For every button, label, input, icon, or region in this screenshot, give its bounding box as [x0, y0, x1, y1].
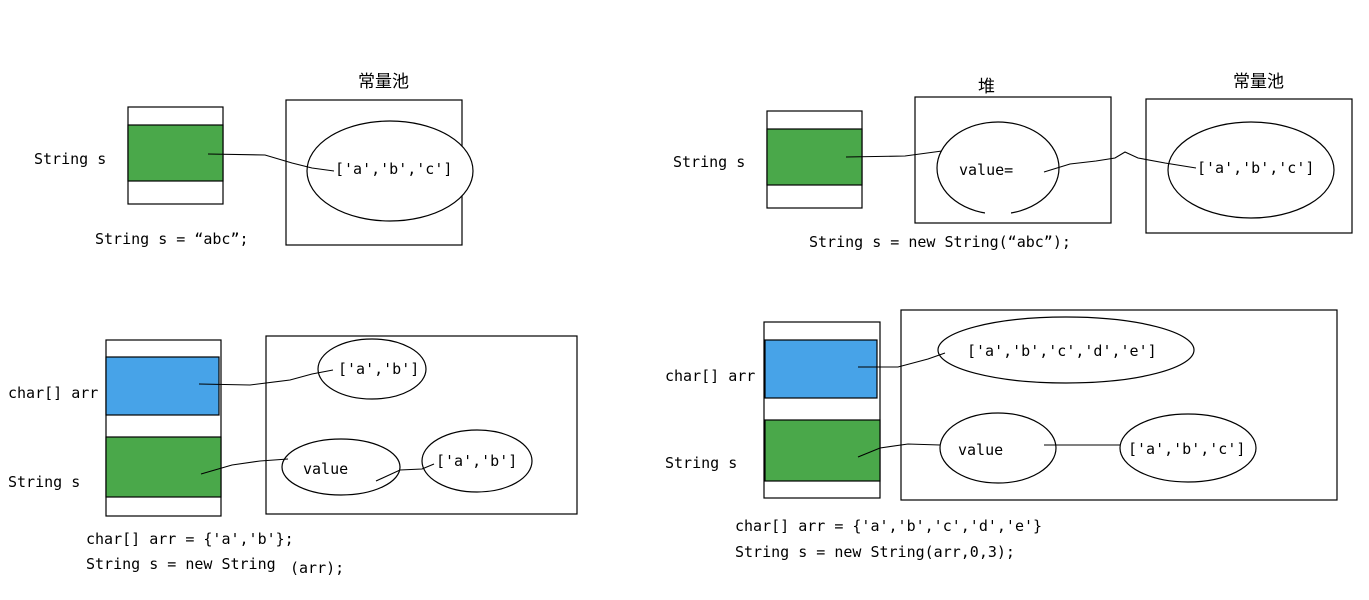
copied-array-ellipse [421, 429, 533, 493]
string-s-ref-cell [105, 436, 222, 498]
var-label-string-s: String s [8, 473, 80, 491]
code-line-2: String s = new String(arr,0,3); [735, 543, 1015, 561]
constant-pool-title: 常量池 [358, 72, 409, 92]
code-new-string-literal: String s = new String(“abc”); [809, 233, 1071, 251]
panel-new-string-from-array: char[] arr String s ['a','b'] value ['a'… [8, 335, 578, 577]
pool-char-array-value: ['a','b','c'] [1197, 159, 1314, 177]
arr-reference-arrow [858, 352, 946, 368]
reference-arrow [207, 153, 335, 172]
array-object-value: ['a','b'] [338, 360, 419, 378]
copied-array-value: ['a','b','c'] [1128, 440, 1245, 458]
code-line-2: String s = new String [86, 555, 276, 573]
var-label-string-s: String s [34, 150, 106, 168]
string-s-ref-cell [127, 124, 224, 182]
var-label-string-s: String s [673, 153, 745, 171]
var-label-char-arr: char[] arr [8, 384, 98, 402]
panel-new-string-literal: String s 堆 value= 常量池 ['a','b','c'] Stri… [673, 72, 1353, 251]
s-reference-arrow [857, 443, 941, 458]
copied-array-ellipse [1119, 413, 1257, 483]
panel-string-literal: String s 常量池 ['a','b','c'] String s = “a… [34, 72, 474, 248]
ellipse-gap [985, 205, 1011, 219]
var-label-string-s: String s [665, 454, 737, 472]
code-line-2-tail: (arr); [290, 559, 344, 577]
arr-reference-arrow [198, 369, 334, 386]
constant-pool-title: 常量池 [1233, 72, 1284, 92]
code-string-literal: String s = “abc”; [95, 230, 249, 248]
string-value-field: value [303, 460, 348, 478]
array-object-ellipse [937, 316, 1195, 384]
array-object-ellipse [317, 338, 427, 400]
reference-arrow-to-heap [845, 150, 943, 158]
string-s-ref-cell [764, 419, 881, 482]
reference-arrow-to-pool [1043, 151, 1197, 173]
s-reference-arrow [200, 458, 289, 475]
char-arr-ref-cell [105, 356, 220, 416]
panel-new-string-from-array-range: char[] arr String s ['a','b','c','d','e'… [665, 309, 1338, 561]
string-object-ellipse [939, 412, 1057, 484]
code-line-1: char[] arr = {'a','b'}; [86, 530, 294, 548]
char-arr-ref-cell [764, 339, 878, 399]
array-object-value: ['a','b','c','d','e'] [967, 342, 1157, 360]
code-line-1: char[] arr = {'a','b','c','d','e'} [735, 517, 1042, 535]
string-value-field: value [958, 441, 1003, 459]
pool-char-array-ellipse [306, 120, 474, 222]
copied-array-value: ['a','b'] [436, 452, 517, 470]
pool-char-array-value: ['a','b','c'] [335, 160, 452, 178]
heap-value-field: value= [959, 161, 1013, 179]
heap-title: 堆 [978, 77, 995, 97]
string-object-ellipse [281, 438, 401, 496]
pool-char-array-ellipse [1167, 121, 1335, 219]
value-reference-arrow [375, 463, 435, 482]
var-label-char-arr: char[] arr [665, 367, 755, 385]
